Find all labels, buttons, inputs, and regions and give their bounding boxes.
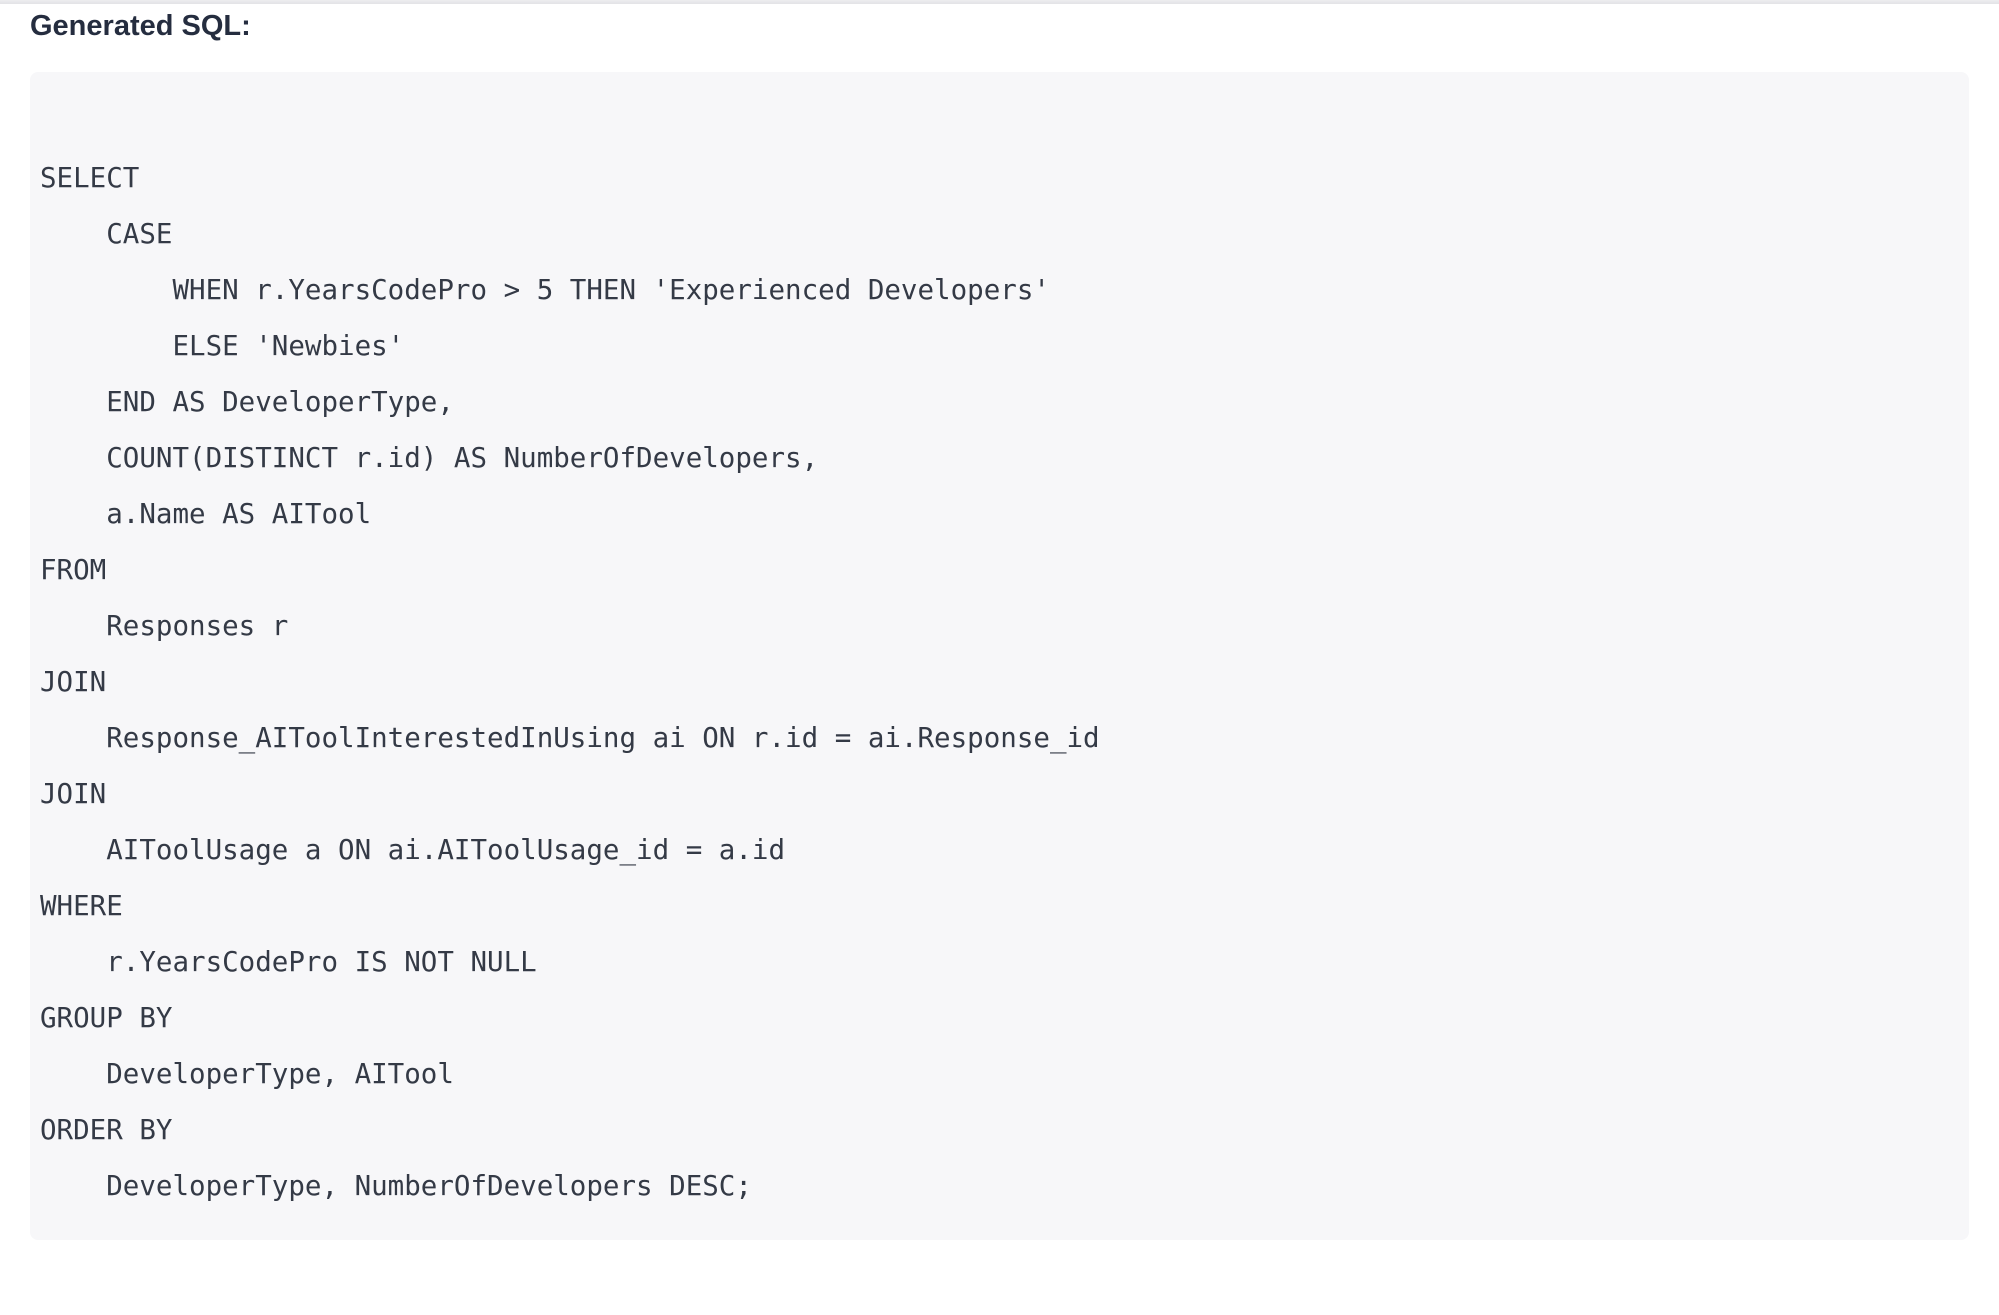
sql-code-block[interactable]: SELECT CASE WHEN r.YearsCodePro > 5 THEN… [30, 72, 1969, 1240]
sql-code-pre: SELECT CASE WHEN r.YearsCodePro > 5 THEN… [30, 72, 1969, 1240]
main-content: Generated SQL: SELECT CASE WHEN r.YearsC… [30, 10, 1969, 1240]
sql-code: SELECT CASE WHEN r.YearsCodePro > 5 THEN… [40, 162, 1100, 1202]
top-divider [0, 0, 1999, 4]
generated-sql-heading: Generated SQL: [30, 10, 251, 42]
